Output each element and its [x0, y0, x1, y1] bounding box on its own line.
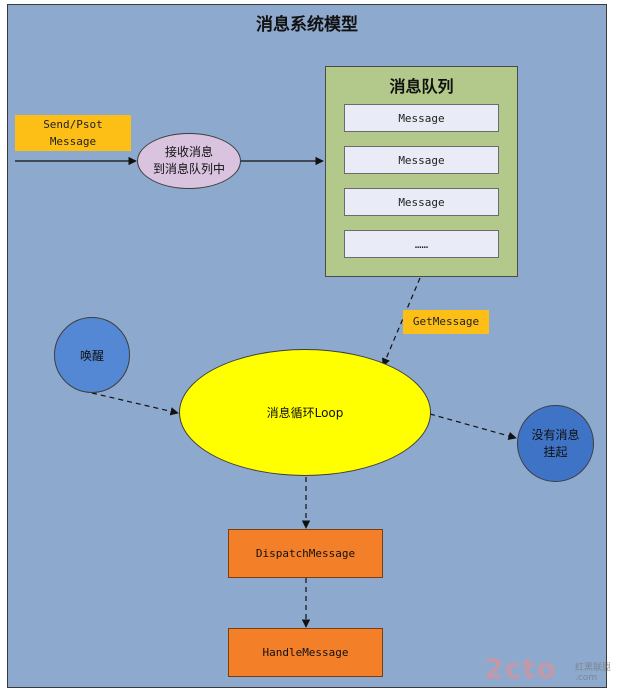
queue-message-1: Message [344, 104, 499, 132]
site-watermark-sub: 红黑联盟 .com [575, 660, 611, 683]
send-post-message-label: Send/Psot Message [15, 115, 131, 151]
message-queue-title: 消息队列 [389, 77, 454, 96]
suspend-node-line-1: 没有消息 [531, 427, 580, 442]
arrow-wake-to-loop [91, 392, 179, 416]
send-label-line-2: Message [49, 135, 97, 148]
site-watermark: 2cto [484, 652, 557, 685]
message-loop-node: 消息循环Loop [179, 349, 431, 476]
queue-message-2: Message [344, 146, 499, 174]
receive-node-line-2: 到消息队列中 [152, 162, 225, 176]
receive-node-line-1: 接收消息 [164, 145, 213, 159]
wake-node: 唤醒 [54, 317, 130, 393]
suspend-node-line-2: 挂起 [543, 444, 568, 459]
watermark-sub-text: 红黑联盟 [575, 663, 612, 673]
getmessage-label: GetMessage [403, 310, 489, 334]
dispatch-message-node: DispatchMessage [228, 529, 383, 578]
diagram-title: 消息系统模型 [256, 15, 358, 35]
suspend-node: 没有消息 挂起 [517, 405, 594, 482]
handle-message-node: HandleMessage [228, 628, 383, 677]
receive-to-queue-node: 接收消息 到消息队列中 [137, 133, 241, 189]
watermark-suffix: .com [575, 673, 598, 683]
arrow-loop-to-suspend [429, 413, 517, 441]
message-queue: 消息队列 Message Message Message …… [325, 66, 518, 277]
send-label-line-1: Send/Psot [43, 118, 103, 131]
queue-message-3: Message [344, 188, 499, 216]
arrow-queue-to-loop [382, 277, 421, 367]
queue-message-more: …… [344, 230, 499, 258]
